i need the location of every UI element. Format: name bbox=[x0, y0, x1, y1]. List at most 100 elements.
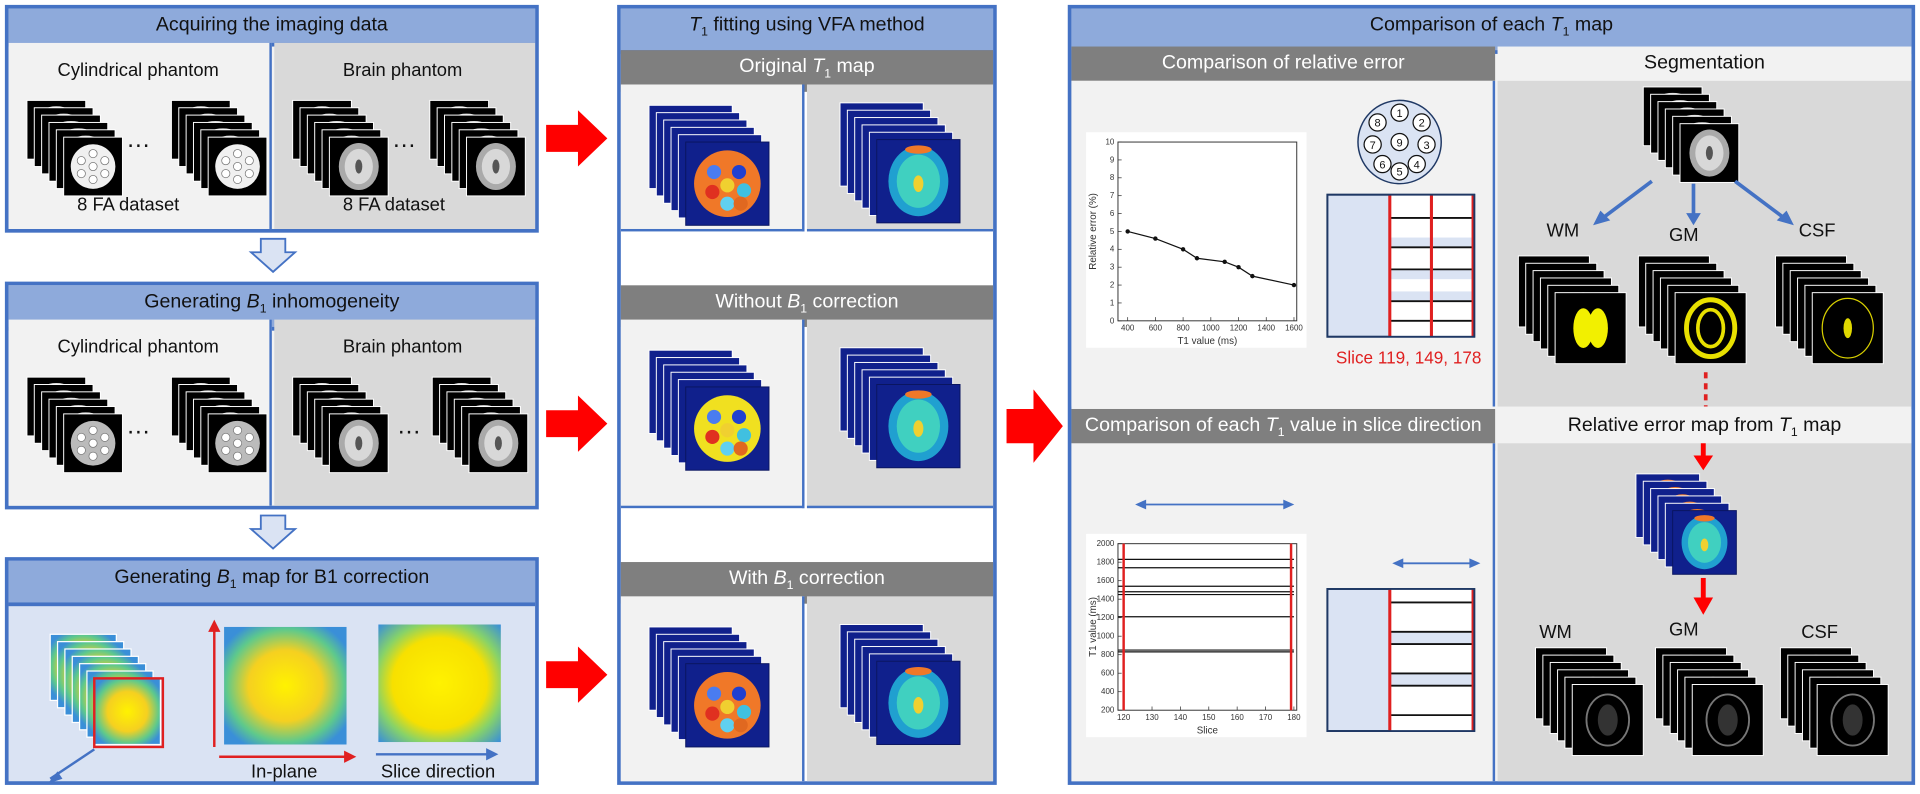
err-wm-stack bbox=[1535, 647, 1644, 757]
svg-text:800: 800 bbox=[1176, 324, 1190, 333]
svg-text:1400: 1400 bbox=[1257, 324, 1275, 333]
svg-text:9: 9 bbox=[1110, 155, 1115, 164]
svg-text:120: 120 bbox=[1117, 713, 1131, 722]
with-b1-brain-cell bbox=[806, 596, 994, 782]
svg-text:4: 4 bbox=[1414, 159, 1420, 171]
red-down-arrow-icon bbox=[1693, 443, 1714, 471]
svg-text:1: 1 bbox=[1397, 108, 1403, 120]
slice-table-schematic bbox=[1326, 193, 1476, 338]
cylindrical-stack-right bbox=[170, 376, 268, 474]
svg-text:T1 value (ms): T1 value (ms) bbox=[1177, 336, 1237, 347]
err-csf-label: CSF bbox=[1801, 622, 1838, 643]
seg-wm-stack bbox=[1517, 255, 1627, 365]
slice-range-arrow bbox=[1392, 558, 1481, 569]
svg-text:Relative error (%): Relative error (%) bbox=[1088, 193, 1099, 270]
inplane-x-arrow bbox=[219, 750, 357, 763]
brain-caption: 8 FA dataset bbox=[342, 194, 445, 216]
seg-wm-label: WM bbox=[1546, 220, 1580, 242]
b1-map-panel: Generating B1 map for B1 correction bbox=[4, 557, 539, 785]
cylindrical-stack-left bbox=[26, 376, 123, 474]
inplane-label: In-plane bbox=[251, 761, 318, 783]
svg-text:10: 10 bbox=[1105, 137, 1114, 146]
svg-text:1: 1 bbox=[1110, 298, 1115, 307]
svg-text:3: 3 bbox=[1423, 140, 1429, 152]
with-b1-cylinder-stack bbox=[648, 626, 770, 748]
without-b1-cylinder-stack bbox=[648, 349, 770, 471]
svg-text:150: 150 bbox=[1202, 713, 1216, 722]
b1-map-title: Generating B1 map for B1 correction bbox=[8, 560, 536, 607]
segmentation-header: Segmentation bbox=[1497, 46, 1912, 81]
brain-stack-right bbox=[429, 99, 526, 197]
red-arrow-icon bbox=[546, 110, 608, 167]
red-arrow-icon bbox=[1006, 389, 1063, 463]
with-b1-brain-stack bbox=[839, 624, 961, 745]
svg-text:5: 5 bbox=[1110, 227, 1115, 236]
svg-text:160: 160 bbox=[1231, 713, 1245, 722]
svg-text:1200: 1200 bbox=[1230, 324, 1248, 333]
slice-range-arrow bbox=[1135, 499, 1295, 510]
down-arrow-icon bbox=[248, 514, 298, 550]
svg-text:1000: 1000 bbox=[1097, 632, 1115, 641]
cylindrical-label: Cylindrical phantom bbox=[57, 336, 219, 358]
svg-text:4: 4 bbox=[1110, 245, 1115, 254]
dotted-connector bbox=[1703, 372, 1708, 407]
b1-inhomogeneity-panel: Generating B1 inhomogeneity Cylindrical … bbox=[4, 281, 539, 510]
svg-text:1200: 1200 bbox=[1097, 613, 1115, 622]
error-map-stack bbox=[1635, 473, 1737, 575]
svg-text:3: 3 bbox=[1110, 263, 1115, 272]
ellipsis: … bbox=[126, 126, 151, 154]
b1-map-volume-stack bbox=[47, 633, 165, 784]
svg-text:T1 value (ms): T1 value (ms) bbox=[1088, 597, 1099, 657]
slice-numbers-label: Slice 119, 149, 178 bbox=[1335, 347, 1482, 368]
svg-text:600: 600 bbox=[1149, 324, 1163, 333]
ellipsis: … bbox=[126, 412, 151, 440]
red-arrow-icon bbox=[546, 395, 608, 452]
brain-stack-right bbox=[431, 376, 529, 474]
svg-text:7: 7 bbox=[1110, 191, 1115, 200]
inplane-map bbox=[208, 619, 347, 747]
svg-text:1400: 1400 bbox=[1097, 595, 1115, 604]
t1-cylinder-cell bbox=[620, 84, 805, 232]
brain-cell: Brain phantom … 8 FA dataset bbox=[274, 42, 536, 229]
cylindrical-label: Cylindrical phantom bbox=[57, 60, 219, 81]
svg-text:5: 5 bbox=[1397, 167, 1403, 179]
svg-text:400: 400 bbox=[1121, 324, 1135, 333]
ellipsis: … bbox=[391, 126, 417, 154]
ellipsis: … bbox=[396, 412, 422, 440]
svg-text:7: 7 bbox=[1370, 140, 1376, 152]
seg-csf-stack bbox=[1775, 255, 1884, 365]
with-b1-cylinder-cell bbox=[620, 596, 805, 782]
without-b1-cylinder-cell bbox=[620, 319, 805, 509]
brain-label: Brain phantom bbox=[342, 60, 463, 81]
relative-error-header: Comparison of relative error bbox=[1071, 46, 1496, 81]
error-map-cell: WM GM CSF bbox=[1497, 443, 1912, 782]
svg-text:600: 600 bbox=[1101, 669, 1115, 678]
acquire-panel-title: Acquiring the imaging data bbox=[8, 8, 536, 47]
cylindrical-caption: 8 FA dataset bbox=[77, 194, 180, 216]
err-gm-label: GM bbox=[1668, 619, 1699, 641]
brain-label: Brain phantom bbox=[342, 336, 463, 358]
t1-cylinder-stack bbox=[648, 104, 770, 226]
seg-gm-label: GM bbox=[1668, 225, 1699, 247]
t1-brain-stack bbox=[839, 102, 961, 224]
err-gm-stack bbox=[1655, 647, 1764, 757]
svg-text:180: 180 bbox=[1287, 713, 1301, 722]
svg-text:400: 400 bbox=[1101, 687, 1115, 696]
svg-text:8: 8 bbox=[1110, 173, 1115, 182]
slice-direction-label: Slice direction bbox=[380, 761, 496, 783]
cylindrical-stack-right bbox=[170, 99, 268, 197]
svg-text:1000: 1000 bbox=[1202, 324, 1220, 333]
brain-stack-left bbox=[292, 376, 389, 474]
svg-text:130: 130 bbox=[1145, 713, 1159, 722]
brain-stack-left bbox=[292, 99, 389, 197]
slice-table-schematic-2 bbox=[1326, 588, 1476, 732]
segmentation-arrows bbox=[1593, 179, 1794, 226]
segmentation-cell: WM GM CSF bbox=[1497, 80, 1912, 407]
svg-text:6: 6 bbox=[1379, 159, 1385, 171]
svg-text:1600: 1600 bbox=[1097, 576, 1115, 585]
cylindrical-cell: Cylindrical phantom … 8 FA dataset bbox=[8, 42, 272, 229]
svg-text:170: 170 bbox=[1259, 713, 1273, 722]
